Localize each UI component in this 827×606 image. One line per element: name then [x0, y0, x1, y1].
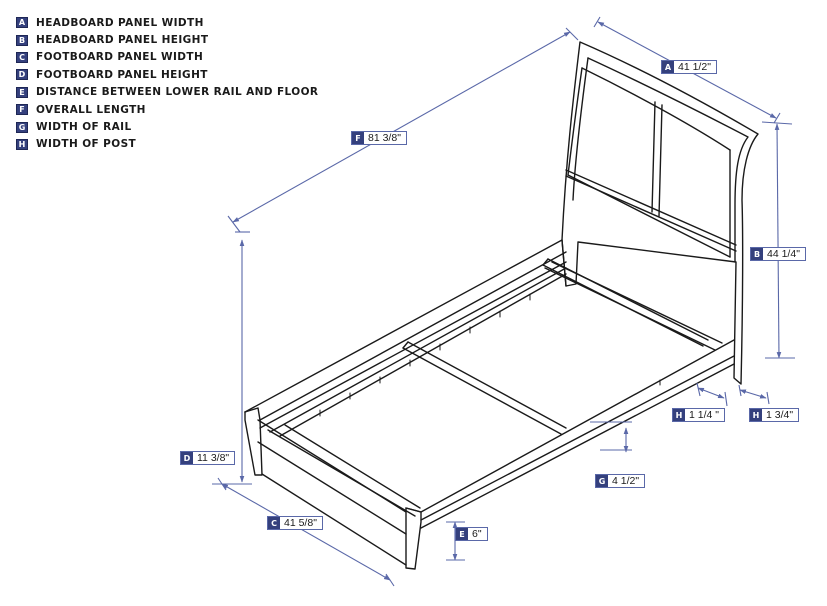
dimension-value: 1 3/4" [766, 409, 794, 421]
dimension-label-h1: H 1 1/4 " [672, 408, 725, 422]
dimension-letter-badge: H [673, 409, 685, 421]
legend-item-f: F OVERALL LENGTH [16, 101, 318, 118]
dimension-letter-badge: D [181, 452, 193, 464]
dimension-value: 41 1/2" [678, 61, 711, 73]
legend-letter-badge: G [16, 121, 28, 133]
dimension-letter-badge: G [596, 475, 608, 487]
legend-item-h: H WIDTH OF POST [16, 136, 318, 153]
legend-letter-badge: B [16, 34, 28, 46]
legend-item-c: C FOOTBOARD PANEL WIDTH [16, 49, 318, 66]
dimension-letter-badge: C [268, 517, 280, 529]
dimension-line-h2 [739, 389, 767, 399]
dimension-label-d: D 11 3/8" [180, 451, 236, 465]
dimension-label-g: G 4 1/2" [595, 474, 646, 488]
headboard [561, 41, 759, 385]
dimension-label-h2: H 1 3/4" [749, 408, 800, 422]
legend-letter-badge: E [16, 86, 28, 98]
dimension-letter-badge: E [456, 528, 468, 540]
left-rail [244, 239, 567, 437]
legend-item-text: OVERALL LENGTH [36, 103, 146, 116]
dimension-value: 6" [472, 528, 482, 540]
dimension-letter-badge: F [352, 132, 364, 144]
dimension-letter-badge: B [751, 248, 763, 260]
dimension-value: 1 1/4 " [689, 409, 719, 421]
dimension-line-f [232, 31, 571, 223]
legend-letter-badge: F [16, 104, 28, 116]
dimension-letter-badge: H [750, 409, 762, 421]
dimension-value: 44 1/4" [767, 248, 800, 260]
dimension-line-c [221, 483, 391, 581]
legend-item-text: DISTANCE BETWEEN LOWER RAIL AND FLOOR [36, 86, 319, 99]
legend-item-e: E DISTANCE BETWEEN LOWER RAIL AND FLOOR [16, 84, 318, 101]
dimension-label-a: A 41 1/2" [661, 60, 717, 74]
bed-line-art [244, 41, 759, 570]
dimension-value: 4 1/2" [612, 475, 640, 487]
legend-item-text: WIDTH OF RAIL [36, 121, 132, 134]
slats [402, 258, 709, 435]
legend-letter-badge: H [16, 138, 28, 150]
dimension-value: 41 5/8" [284, 517, 317, 529]
legend-letter-badge: A [16, 17, 28, 29]
legend-item-text: FOOTBOARD PANEL WIDTH [36, 51, 204, 64]
legend-item-g: G WIDTH OF RAIL [16, 118, 318, 135]
dimension-label-e: E 6" [455, 527, 488, 541]
rail-ticks [319, 293, 661, 417]
legend-item-a: A HEADBOARD PANEL WIDTH [16, 14, 318, 31]
right-rail [420, 339, 735, 529]
legend-item-b: B HEADBOARD PANEL HEIGHT [16, 31, 318, 48]
dimension-label-f: F 81 3/8" [351, 131, 407, 145]
dimension-value: 11 3/8" [197, 452, 230, 464]
dimension-value: 81 3/8" [368, 132, 401, 144]
dimension-label-c: C 41 5/8" [267, 516, 323, 530]
legend-letter-badge: C [16, 51, 28, 63]
legend-item-d: D FOOTBOARD PANEL HEIGHT [16, 66, 318, 83]
legend-item-text: HEADBOARD PANEL HEIGHT [36, 34, 209, 47]
dimension-line-b [774, 123, 782, 359]
dimension-label-b: B 44 1/4" [750, 247, 806, 261]
legend-item-text: WIDTH OF POST [36, 138, 137, 151]
legend: A HEADBOARD PANEL WIDTH B HEADBOARD PANE… [16, 14, 318, 153]
legend-item-text: HEADBOARD PANEL WIDTH [36, 16, 204, 29]
legend-letter-badge: D [16, 69, 28, 81]
dimension-letter-badge: A [662, 61, 674, 73]
dimension-line-h1 [697, 387, 725, 399]
legend-item-text: FOOTBOARD PANEL HEIGHT [36, 68, 208, 81]
